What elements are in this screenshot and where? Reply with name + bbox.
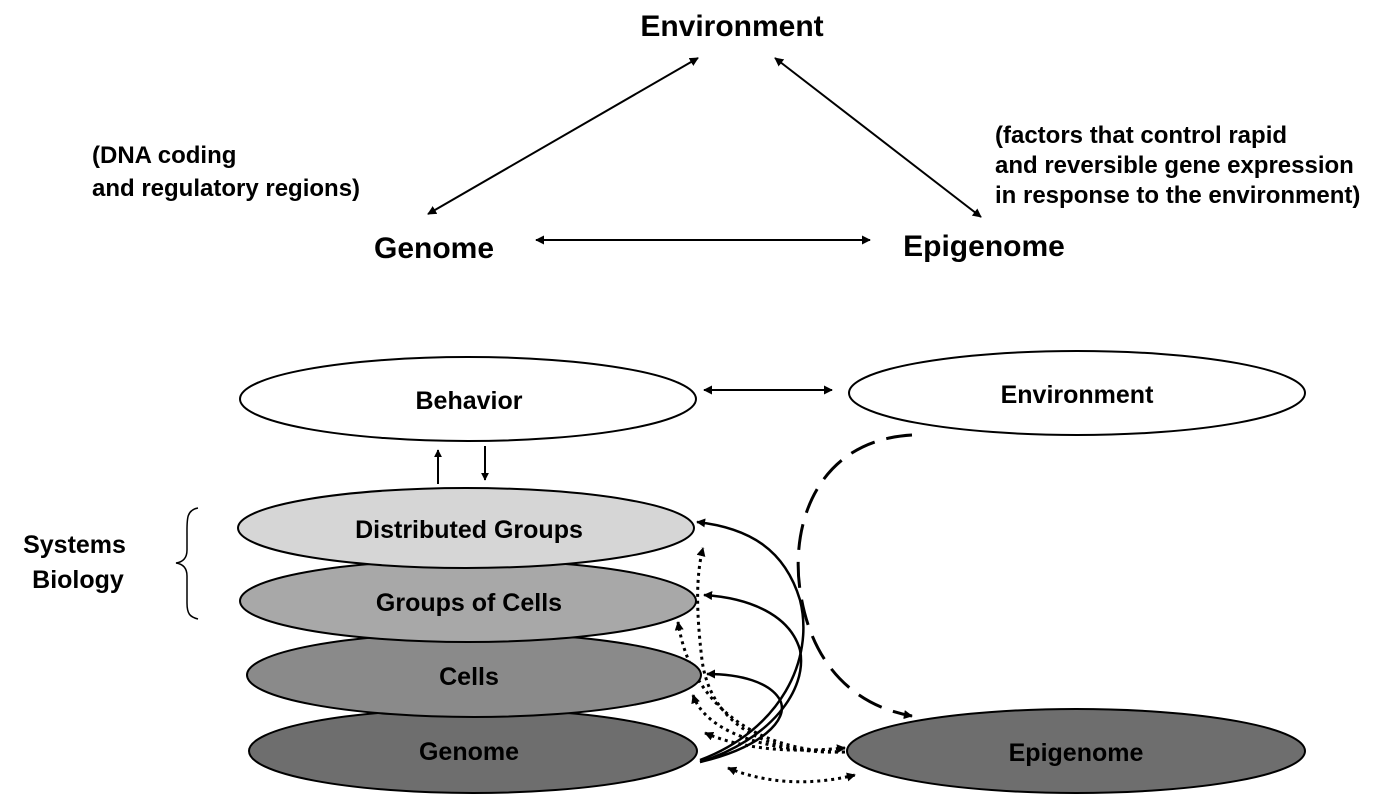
- curve-genome-distributed-groups: [696, 518, 805, 762]
- behavior-ellipse: [239, 356, 697, 442]
- dotted-epigenome-genome-lower: [727, 766, 856, 784]
- top-epigenome-label: Epigenome: [903, 230, 1065, 263]
- systems-biology-line-1: Systems: [23, 531, 126, 559]
- systems-biology-brace: [175, 507, 199, 620]
- epigenome-note-line-1: (factors that control rapid: [995, 122, 1287, 149]
- distributed-groups-ellipse: [237, 487, 695, 569]
- genome-label: Genome: [419, 738, 519, 766]
- dotted-epigenome-genome-upper: [704, 731, 846, 754]
- top-environment-label: Environment: [640, 10, 823, 43]
- epigenome-label: Epigenome: [1009, 739, 1144, 767]
- behavior-label: Behavior: [416, 387, 523, 415]
- systems-biology-line-2: Biology: [32, 566, 124, 594]
- epigenome-note-line-3: in response to the environment): [995, 182, 1360, 209]
- dotted-epigenome-groups-of-cells: [674, 621, 846, 754]
- top-genome-label: Genome: [374, 232, 494, 265]
- genome-note-line-2: and regulatory regions): [92, 175, 360, 202]
- epigenome-note-line-2: and reversible gene expression: [995, 152, 1354, 179]
- genome-note: (DNA coding and regulatory regions): [92, 142, 360, 202]
- dashed-environment-epigenome: [796, 433, 913, 720]
- epigenome-note: (factors that control rapid and reversib…: [995, 122, 1361, 209]
- groups-of-cells-label: Groups of Cells: [376, 589, 562, 617]
- arrow-environment-epigenome: [774, 57, 982, 218]
- curve-genome-cells: [699, 669, 783, 764]
- dotted-epigenome-distributed-groups: [696, 547, 846, 754]
- distributed-groups-label: Distributed Groups: [355, 516, 583, 544]
- cells-label: Cells: [439, 663, 499, 691]
- systems-biology-label: Systems Biology: [23, 531, 133, 594]
- epigenome-ellipse: [846, 708, 1306, 794]
- genome-note-line-1: (DNA coding: [92, 142, 236, 169]
- environment-ellipse: [848, 350, 1306, 436]
- arrow-genome-environment: [427, 57, 699, 215]
- environment-label: Environment: [1001, 381, 1154, 409]
